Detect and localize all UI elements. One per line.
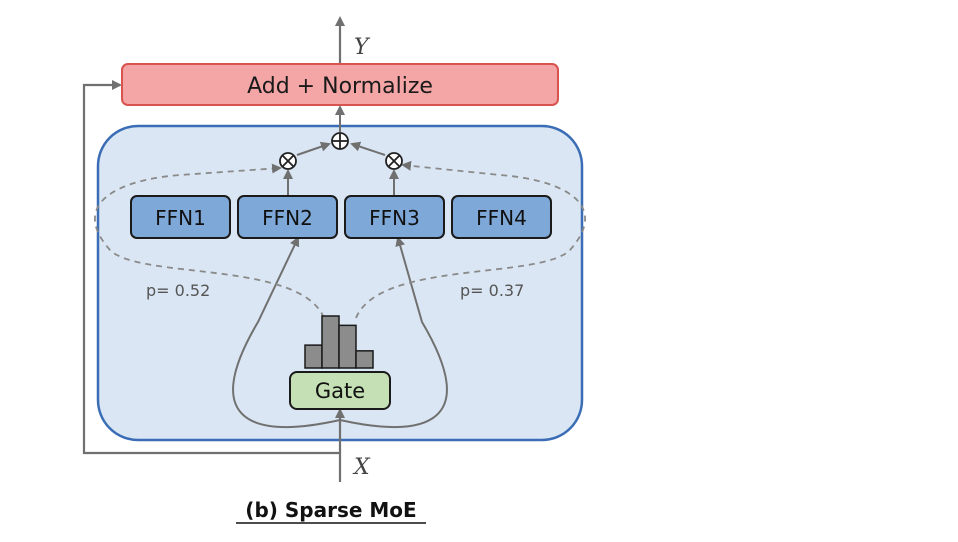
probability-left-label: p= 0.52 xyxy=(146,281,210,300)
histogram-bar xyxy=(338,324,357,369)
multiply-icon xyxy=(385,152,403,170)
sum-icon xyxy=(331,132,349,150)
output-y-label: Y xyxy=(354,35,371,60)
gate-histogram xyxy=(304,315,374,369)
add-normalize-label: Add + Normalize xyxy=(247,74,433,99)
gate-to-ffn3-arrow xyxy=(339,236,448,428)
probability-right-label: p= 0.37 xyxy=(460,281,524,300)
expert-ffn1: FFN1 xyxy=(130,195,231,239)
histogram-bar xyxy=(321,315,340,369)
gate-box xyxy=(289,371,391,410)
residual-connection xyxy=(82,80,340,455)
histogram-bar xyxy=(355,350,374,369)
expert-ffn2: FFN2 xyxy=(237,195,338,239)
multiply-left-to-sum-arrow xyxy=(296,141,331,156)
multiply-right-to-sum-arrow xyxy=(350,141,386,156)
prob-loop-right xyxy=(355,160,586,319)
expert-ffn4: FFN4 xyxy=(451,195,552,239)
gate-label: Gate xyxy=(315,379,365,403)
expert-ffn4-label: FFN4 xyxy=(476,206,527,230)
prob-loop-left xyxy=(94,163,325,319)
expert-ffn2-label: FFN2 xyxy=(262,206,313,230)
caption: (b) Sparse MoE xyxy=(245,498,416,522)
expert-ffn1-label: FFN1 xyxy=(155,206,206,230)
expert-ffn3-label: FFN3 xyxy=(369,206,420,230)
multiply-icon xyxy=(279,152,297,170)
histogram-bar xyxy=(304,344,323,369)
input-x-label: X xyxy=(352,455,371,480)
expert-ffn3: FFN3 xyxy=(344,195,445,239)
gate-to-ffn2-arrow xyxy=(232,236,341,428)
